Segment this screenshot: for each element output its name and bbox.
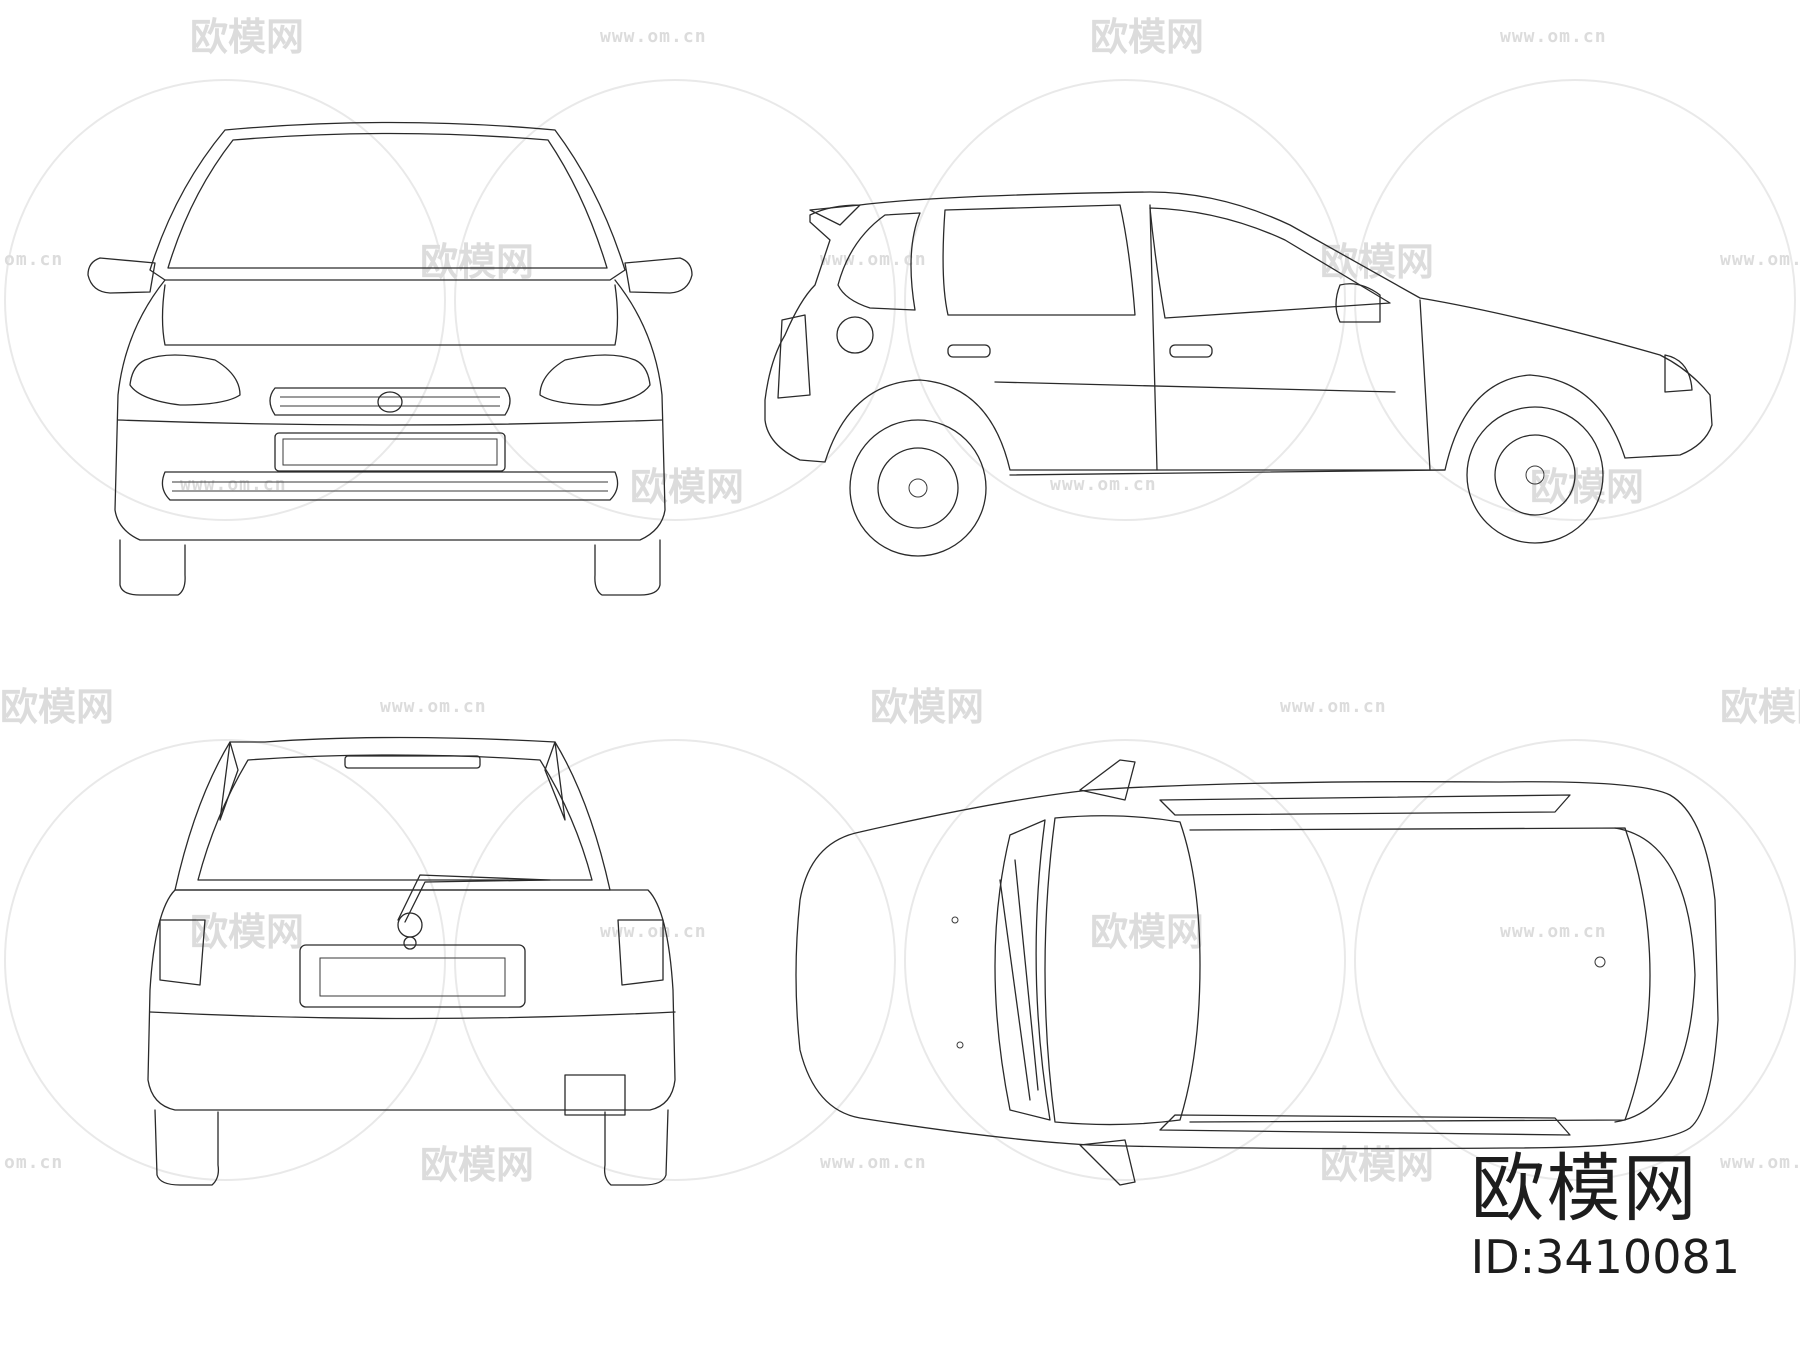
watermark-brand: 欧模网 bbox=[1320, 240, 1434, 284]
watermark-url: www.om.cn bbox=[1500, 921, 1607, 942]
watermark-brand: 欧模网 bbox=[1320, 1143, 1434, 1187]
car-top-view bbox=[795, 759, 1719, 1186]
watermark-url: www.om.cn bbox=[1280, 696, 1387, 717]
watermark-url: www.om.cn bbox=[180, 474, 287, 495]
brand-mark: 欧模网 ID:3410081 bbox=[1471, 1147, 1740, 1283]
watermark-url: www.om.cn bbox=[820, 1152, 927, 1173]
watermark-url: www.om.cn bbox=[1720, 1152, 1800, 1173]
watermark-brand: 欧模网 bbox=[1090, 15, 1204, 59]
brand-name: 欧模网 bbox=[1470, 1146, 1699, 1232]
watermark-brand: 欧模网 bbox=[420, 240, 534, 284]
car-front-view bbox=[87, 121, 693, 596]
watermark-brand: 欧模网 bbox=[190, 15, 304, 59]
watermark-brand: 欧模网 bbox=[630, 465, 744, 509]
watermark-url: www.om.cn bbox=[380, 696, 487, 717]
watermark-brand: 欧模网 bbox=[1530, 465, 1644, 509]
watermark-url-fragment: om.cn bbox=[4, 249, 63, 270]
watermark-texts: 欧模网 www.om.cn 欧模网 www.om.cn om.cn 欧模网 ww… bbox=[0, 15, 1800, 1187]
watermark-url: www.om.cn bbox=[820, 249, 927, 270]
watermark-brand: 欧模网 bbox=[420, 1143, 534, 1187]
watermark-arcs bbox=[4, 79, 1796, 1181]
watermark-brand: 欧模网 bbox=[190, 910, 304, 954]
watermark-brand: 欧模网 bbox=[870, 685, 984, 729]
watermark-url: www.om.cn bbox=[600, 26, 707, 47]
watermark-url: www.om.cn bbox=[1720, 249, 1800, 270]
watermark-url: www.om.cn bbox=[600, 921, 707, 942]
model-id-label: ID:3410081 bbox=[1470, 1230, 1740, 1284]
watermark-url: www.om.cn bbox=[1050, 474, 1157, 495]
watermark-brand: 欧模网 bbox=[1720, 685, 1800, 729]
car-rear-view bbox=[147, 736, 676, 1186]
watermark-url: www.om.cn bbox=[1500, 26, 1607, 47]
watermark-brand: 欧模网 bbox=[0, 685, 114, 729]
car-side-view bbox=[764, 191, 1713, 557]
watermark-url-fragment: om.cn bbox=[4, 1152, 63, 1173]
watermark-brand: 欧模网 bbox=[1090, 910, 1204, 954]
